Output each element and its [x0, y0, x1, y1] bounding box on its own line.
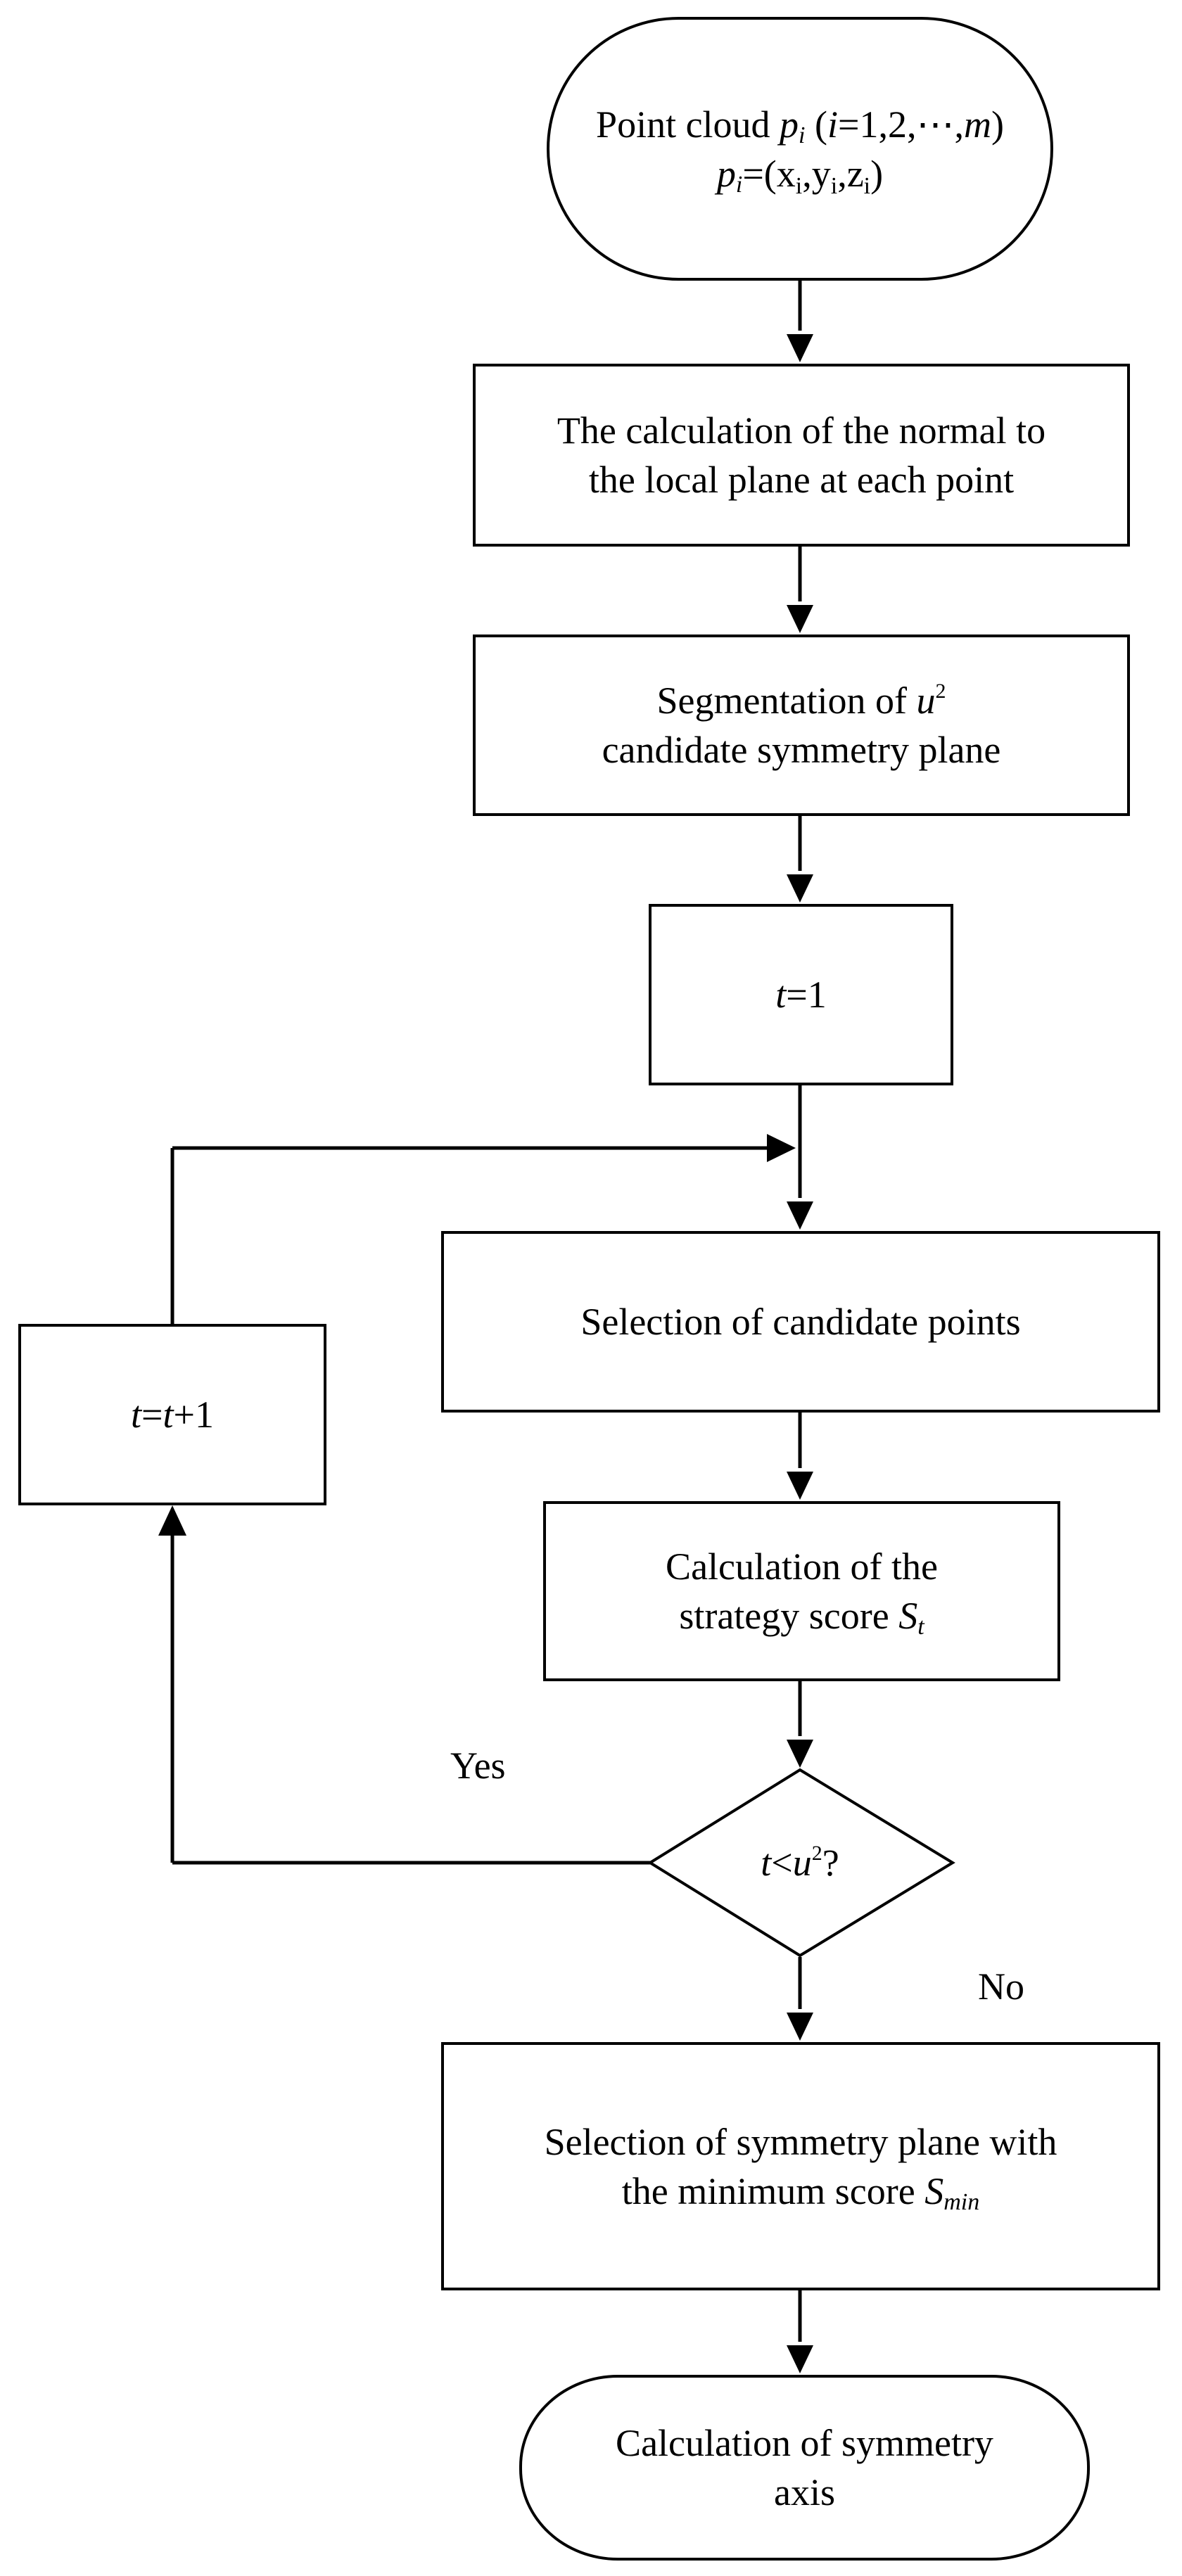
- decision-diamond: [647, 1768, 955, 1958]
- segmentation-line-2: candidate symmetry plane: [602, 729, 1001, 771]
- normal-line-2: the local plane at each point: [588, 459, 1015, 501]
- yes-label: Yes: [450, 1745, 506, 1787]
- arrowhead-normal: [787, 334, 813, 362]
- normal-calculation-box: The calculation of the normal to the loc…: [473, 364, 1130, 547]
- end-terminal: Calculation of symmetry axis: [519, 2375, 1090, 2561]
- arrowhead-decision: [787, 1740, 813, 1768]
- arrowhead-choose: [787, 2013, 813, 2041]
- segmentation-line-1: Segmentation of u2: [656, 680, 946, 722]
- increment-text: t=t+1: [131, 1394, 214, 1436]
- end-line-2: axis: [773, 2471, 835, 2513]
- init-box: t=1: [649, 904, 953, 1085]
- arrowhead-selection: [787, 1201, 813, 1230]
- score-box: Calculation of the strategy score St: [543, 1501, 1060, 1681]
- arrowhead-init: [787, 874, 813, 903]
- score-line-1: Calculation of the: [666, 1545, 938, 1588]
- start-terminal: Point cloud pi (i=1,2,⋯,m) pi=(xi,yi,zi): [547, 17, 1053, 281]
- arrowhead-score: [787, 1472, 813, 1500]
- choose-line-1: Selection of symmetry plane with: [544, 2120, 1057, 2163]
- start-line-2: pi=(xi,yi,zi): [716, 152, 884, 199]
- selection-text: Selection of candidate points: [580, 1301, 1021, 1343]
- score-line-2: strategy score St: [679, 1595, 924, 1640]
- normal-line-1: The calculation of the normal to: [557, 409, 1046, 452]
- end-line-1: Calculation of symmetry: [616, 2422, 993, 2464]
- arrowhead-end: [787, 2345, 813, 2373]
- no-label: No: [978, 1965, 1024, 2008]
- choose-plane-box: Selection of symmetry plane with the min…: [441, 2042, 1160, 2290]
- decision-text: t<u2?: [761, 1842, 839, 1884]
- arrowhead-increment: [158, 1505, 186, 1536]
- init-text: t=1: [775, 974, 827, 1016]
- increment-box: t=t+1: [18, 1324, 326, 1505]
- choose-line-2: the minimum score Smin: [621, 2169, 980, 2215]
- selection-box: Selection of candidate points: [441, 1231, 1160, 1413]
- start-line-1: Point cloud pi (i=1,2,⋯,m): [596, 103, 1004, 148]
- arrowhead-segmentation: [787, 605, 813, 633]
- arrowhead-loop-join: [767, 1134, 796, 1162]
- segmentation-box: Segmentation of u2 candidate symmetry pl…: [473, 635, 1130, 816]
